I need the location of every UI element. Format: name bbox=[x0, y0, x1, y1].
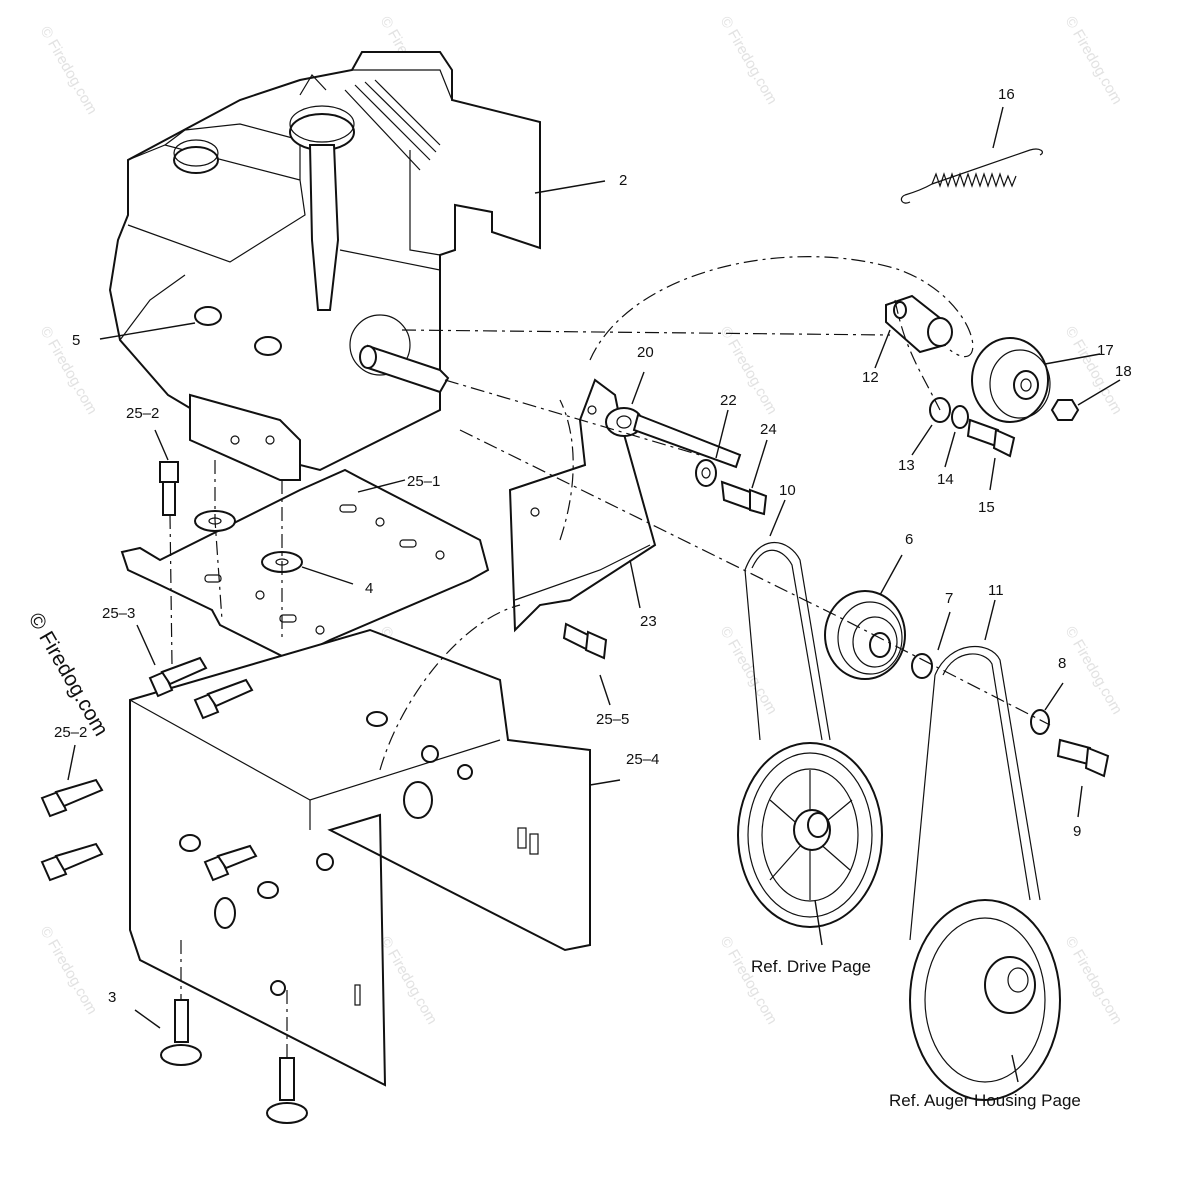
callout-25-2: 25–2 bbox=[126, 405, 159, 422]
washer-icon bbox=[695, 459, 717, 487]
bolt-icon bbox=[159, 461, 179, 483]
watermark-tile: © Firedog.com bbox=[37, 24, 101, 118]
idler-shaft bbox=[885, 294, 953, 354]
washer-icon bbox=[951, 405, 969, 429]
ref-drive-page: Ref. Drive Page bbox=[751, 957, 871, 976]
drive-pulley-set bbox=[824, 590, 1110, 778]
belt-drive bbox=[737, 541, 883, 928]
watermark-tile: © Firedog.com bbox=[37, 924, 101, 1018]
callout-6: 6 bbox=[905, 531, 913, 548]
callout-labels: 2 5 25–2 25–1 4 25–3 25–2 3 25–4 25–5 20… bbox=[54, 86, 1132, 1006]
callout-20: 20 bbox=[637, 344, 654, 361]
watermark-tile: © Firedog.com bbox=[717, 14, 781, 108]
callout-17: 17 bbox=[1097, 342, 1114, 359]
callout-24: 24 bbox=[760, 421, 777, 438]
callout-2: 2 bbox=[619, 172, 627, 189]
idler-pulley bbox=[971, 337, 1051, 423]
callout-25-5: 25–5 bbox=[596, 711, 629, 728]
belt-auger bbox=[909, 645, 1061, 1101]
bolt-icon bbox=[966, 418, 1000, 448]
leader-lines bbox=[67, 106, 1121, 1083]
callout-14: 14 bbox=[937, 471, 954, 488]
callout-22: 22 bbox=[720, 392, 737, 409]
watermark-tile: © Firedog.com bbox=[377, 934, 441, 1028]
washer-bolt-set bbox=[695, 459, 768, 516]
callout-9: 9 bbox=[1073, 823, 1081, 840]
hex-nut-icon bbox=[254, 336, 282, 356]
watermark-tile: © Firedog.com bbox=[1062, 934, 1126, 1028]
callout-25-1: 25–1 bbox=[407, 473, 440, 490]
watermark-tile: © Firedog.com bbox=[1062, 14, 1126, 108]
oil-fill-tube bbox=[308, 144, 340, 311]
watermark-main: © Firedog.com bbox=[24, 609, 113, 740]
callout-5: 5 bbox=[72, 332, 80, 349]
frame-bolts bbox=[40, 461, 258, 882]
hex-nut-icon bbox=[194, 306, 222, 326]
centerlines bbox=[169, 256, 1051, 1058]
washer-icon bbox=[1030, 709, 1050, 735]
reference-labels: Ref. Drive Page Ref. Auger Housing Page bbox=[751, 957, 1081, 1110]
callout-13: 13 bbox=[898, 457, 915, 474]
spring bbox=[900, 148, 1043, 204]
frame bbox=[129, 628, 591, 1087]
engine-mount-plate bbox=[120, 468, 490, 662]
fuel-cap-icon bbox=[173, 146, 219, 174]
ref-auger-housing-page: Ref. Auger Housing Page bbox=[889, 1091, 1081, 1110]
callout-16: 16 bbox=[998, 86, 1015, 103]
bolt-icon bbox=[160, 1044, 202, 1066]
callout-12: 12 bbox=[862, 369, 879, 386]
callout-10: 10 bbox=[779, 482, 796, 499]
bolt-icon bbox=[1056, 738, 1092, 766]
bolt-icon bbox=[266, 1102, 308, 1124]
callout-25-4: 25–4 bbox=[626, 751, 659, 768]
callout-11: 11 bbox=[988, 582, 1004, 599]
hex-nut-icon bbox=[1050, 399, 1080, 421]
callout-15: 15 bbox=[978, 499, 995, 516]
watermark-tile: © Firedog.com bbox=[1062, 624, 1126, 718]
bolt-25-5 bbox=[562, 622, 608, 660]
idler-arm bbox=[605, 407, 742, 469]
watermark-tile: © Firedog.com bbox=[717, 934, 781, 1028]
callout-23: 23 bbox=[640, 613, 657, 630]
bolt-icon bbox=[720, 480, 754, 512]
watermark-tile: © Firedog.com bbox=[717, 624, 781, 718]
callout-25-3: 25–3 bbox=[102, 605, 135, 622]
callout-25-2b: 25–2 bbox=[54, 724, 87, 741]
engine bbox=[108, 51, 541, 481]
callout-7: 7 bbox=[945, 590, 953, 607]
callout-18: 18 bbox=[1115, 363, 1132, 380]
callout-8: 8 bbox=[1058, 655, 1066, 672]
watermark-tile: © Firedog.com bbox=[37, 324, 101, 418]
bottom-bolts bbox=[160, 999, 308, 1124]
callout-3: 3 bbox=[108, 989, 116, 1006]
callout-4: 4 bbox=[365, 580, 373, 597]
